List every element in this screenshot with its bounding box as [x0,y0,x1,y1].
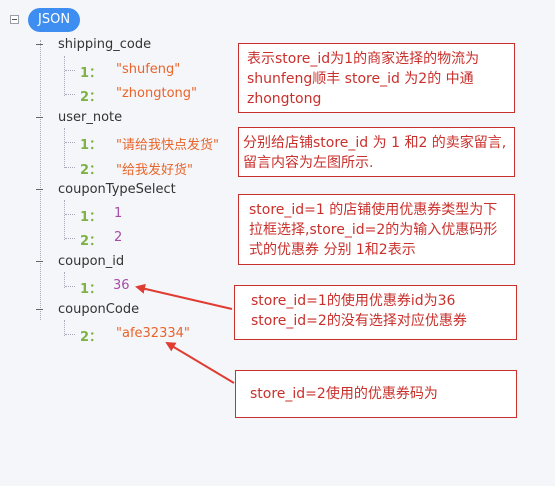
tree-guide [65,70,75,71]
tree-guide [65,238,75,239]
node-key-coupon-id[interactable]: coupon_id [58,254,125,269]
array-index: 1： [80,138,103,153]
tree-guide [65,167,75,168]
array-index: 2： [80,90,103,105]
node-key-shipping-code[interactable]: shipping_code [58,37,152,52]
annotation-coupon-id: store_id=1的使用优惠券id为36 store_id=2的没有选择对应优… [234,285,517,340]
tree-guide [64,128,65,168]
number-value[interactable]: 1 [114,206,123,221]
number-value[interactable]: 2 [114,230,123,245]
annotation-shipping: 表示store_id为1的商家选择的物流为shunfeng顺丰 store_id… [238,43,515,113]
tree-guide [65,334,75,335]
annotation-user-note: 分别给店铺store_id 为 1 和2 的卖家留言,留言内容为左图所示. [238,127,515,177]
array-index: 2： [80,163,103,178]
collapse-toggle-icon[interactable] [35,40,44,49]
node-key-coupon-code[interactable]: couponCode [58,302,140,317]
tree-guide [40,40,41,320]
tree-guide [65,214,75,215]
tree-guide [64,56,65,96]
tree-guide [65,142,75,143]
node-key-coupon-type-select[interactable]: couponTypeSelect [58,182,176,197]
collapse-toggle-icon[interactable] [10,15,19,24]
array-index: 2： [80,330,103,345]
string-value[interactable]: "请给我快点发货" [116,138,219,153]
arrow-to-coupon-code [165,341,235,384]
number-value[interactable]: 36 [113,278,130,293]
string-value[interactable]: "给我发好货" [116,163,193,178]
collapse-toggle-icon[interactable] [35,305,44,314]
tree-guide [64,200,65,240]
string-value[interactable]: "shufeng" [116,62,181,77]
tree-guide [65,286,75,287]
collapse-toggle-icon[interactable] [35,113,44,122]
array-index: 1： [80,66,103,81]
tree-guide [65,94,75,95]
tree-guide [64,320,65,336]
annotation-coupon-code: store_id=2使用的优惠券码为 [235,370,517,418]
tree-guide [64,272,65,288]
arrow-to-coupon-id [135,283,233,310]
json-root-badge[interactable]: JSON [28,8,81,32]
string-value[interactable]: "zhongtong" [116,86,198,101]
string-value[interactable]: "afe32334" [116,326,190,341]
array-index: 1： [80,210,103,225]
annotation-coupon-type: store_id=1 的店铺使用优惠券类型为下拉框选择,store_id=2的为… [238,194,515,265]
collapse-toggle-icon[interactable] [35,257,44,266]
array-index: 2： [80,234,103,249]
node-key-user-note[interactable]: user_note [58,110,123,125]
collapse-toggle-icon[interactable] [35,185,44,194]
array-index: 1： [80,282,103,297]
